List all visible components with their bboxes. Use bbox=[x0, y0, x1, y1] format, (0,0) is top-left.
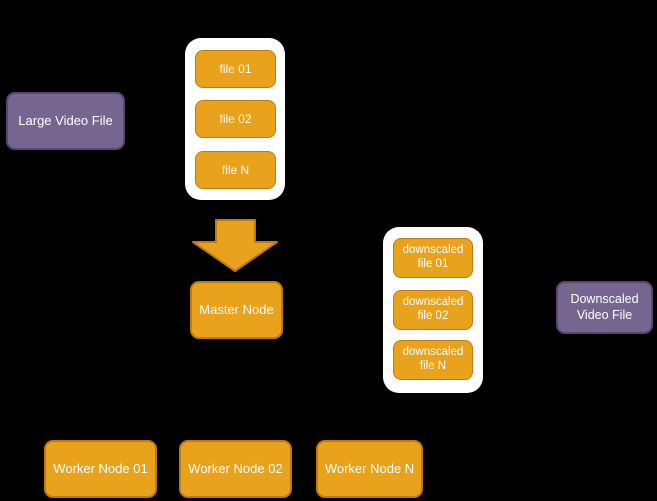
worker-node-02: Worker Node 02 bbox=[179, 440, 292, 498]
downscaled-file-01-node: downscaled file 01 bbox=[393, 238, 473, 278]
file-n-label: file N bbox=[221, 162, 250, 177]
file-02-node: file 02 bbox=[195, 100, 276, 138]
worker-node-01-label: Worker Node 01 bbox=[53, 460, 148, 476]
split-files-group: file 01 file 02 file N bbox=[185, 38, 285, 200]
downscaled-video-file-node: Downscaled Video File bbox=[556, 281, 653, 334]
worker-node-02-label: Worker Node 02 bbox=[188, 460, 283, 476]
downscaled-file-n-label: downscaled file N bbox=[402, 346, 464, 372]
downscaled-video-file-label: Downscaled Video File bbox=[570, 291, 639, 322]
master-node-label: Master Node bbox=[199, 301, 274, 317]
downscaled-file-01-label: downscaled file 01 bbox=[402, 244, 464, 270]
worker-node-n-label: Worker Node N bbox=[324, 460, 415, 476]
worker-node-01: Worker Node 01 bbox=[44, 440, 157, 498]
file-n-node: file N bbox=[195, 151, 276, 189]
downscaled-file-02-label: downscaled file 02 bbox=[402, 296, 464, 322]
master-node: Master Node bbox=[190, 281, 283, 339]
downscaled-file-02-node: downscaled file 02 bbox=[393, 290, 473, 330]
downscaled-files-group: downscaled file 01 downscaled file 02 do… bbox=[383, 227, 483, 393]
large-video-file-node: Large Video File bbox=[6, 92, 125, 150]
down-arrow-icon bbox=[192, 219, 278, 272]
worker-node-n: Worker Node N bbox=[316, 440, 423, 498]
file-01-node: file 01 bbox=[195, 50, 276, 88]
file-01-label: file 01 bbox=[219, 61, 252, 76]
large-video-file-label: Large Video File bbox=[18, 112, 113, 128]
downscaled-file-n-node: downscaled file N bbox=[393, 340, 473, 380]
file-02-label: file 02 bbox=[219, 111, 252, 126]
